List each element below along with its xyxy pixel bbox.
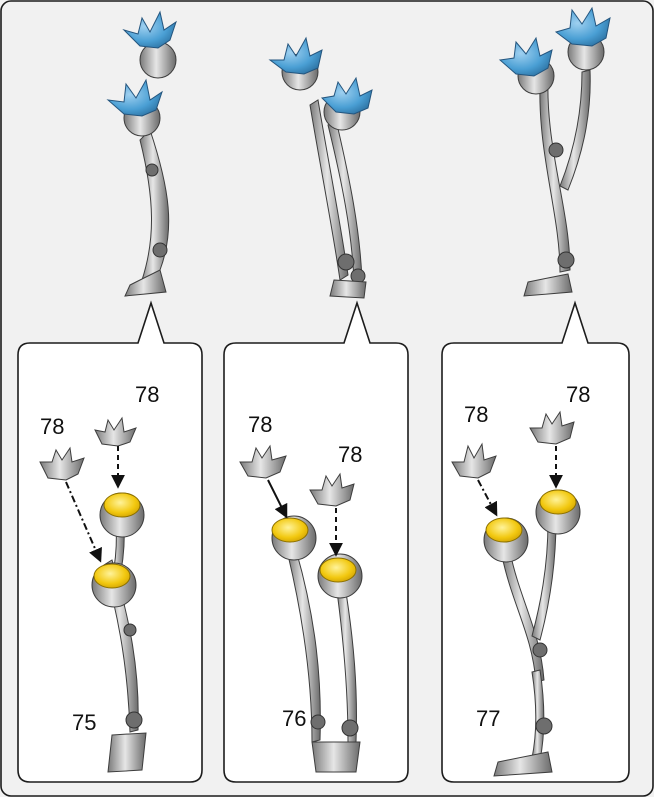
label-78-left: 78: [40, 414, 64, 439]
label-78-right: 78: [135, 382, 159, 407]
blue-joint-lower: [106, 78, 163, 117]
yellow-cap-right: [319, 557, 357, 583]
yellow-cap-right: [539, 489, 577, 515]
label-78-right: 78: [338, 442, 362, 467]
callout-panel-middle: 78 78 76: [223, 300, 409, 783]
arrow-to-lower: [65, 481, 102, 563]
arm-piece-78-b: [39, 446, 85, 481]
label-78-right: 78: [566, 382, 590, 407]
callout-frame: [441, 300, 630, 783]
blue-joint-top: [554, 6, 611, 47]
top-assembly-left: [106, 10, 177, 297]
callout-frame: [17, 300, 203, 783]
label-78-left: 78: [248, 412, 272, 437]
arm-piece-78-b: [309, 472, 355, 507]
part-number-label: 76: [282, 706, 306, 731]
blue-joint-lower: [320, 76, 373, 115]
yellow-cap-lower: [93, 563, 131, 589]
top-assembly-right: [498, 6, 611, 297]
yellow-cap-left: [271, 517, 309, 543]
arm-piece-78-a: [94, 416, 137, 447]
arm-piece-78-a: [451, 442, 497, 479]
part-number-label: 77: [476, 706, 500, 731]
part-number-label: 75: [72, 710, 96, 735]
arrow-to-left: [267, 479, 288, 519]
blue-joint-top: [122, 10, 177, 49]
blue-joint-lower: [498, 36, 553, 77]
blue-joint-top: [268, 36, 323, 75]
yellow-cap-left: [485, 517, 523, 543]
callout-panel-left: 78 78 75: [17, 300, 203, 783]
arrow-to-left: [477, 479, 498, 517]
arm-piece-78-a: [239, 444, 287, 479]
yellow-cap-upper: [103, 492, 141, 518]
leg-bone: [139, 129, 170, 286]
top-assembly-middle: [268, 36, 373, 299]
callout-panel-right: 78 78 77: [441, 300, 630, 783]
label-78-left: 78: [464, 402, 488, 427]
arm-piece-78-b: [529, 410, 575, 445]
